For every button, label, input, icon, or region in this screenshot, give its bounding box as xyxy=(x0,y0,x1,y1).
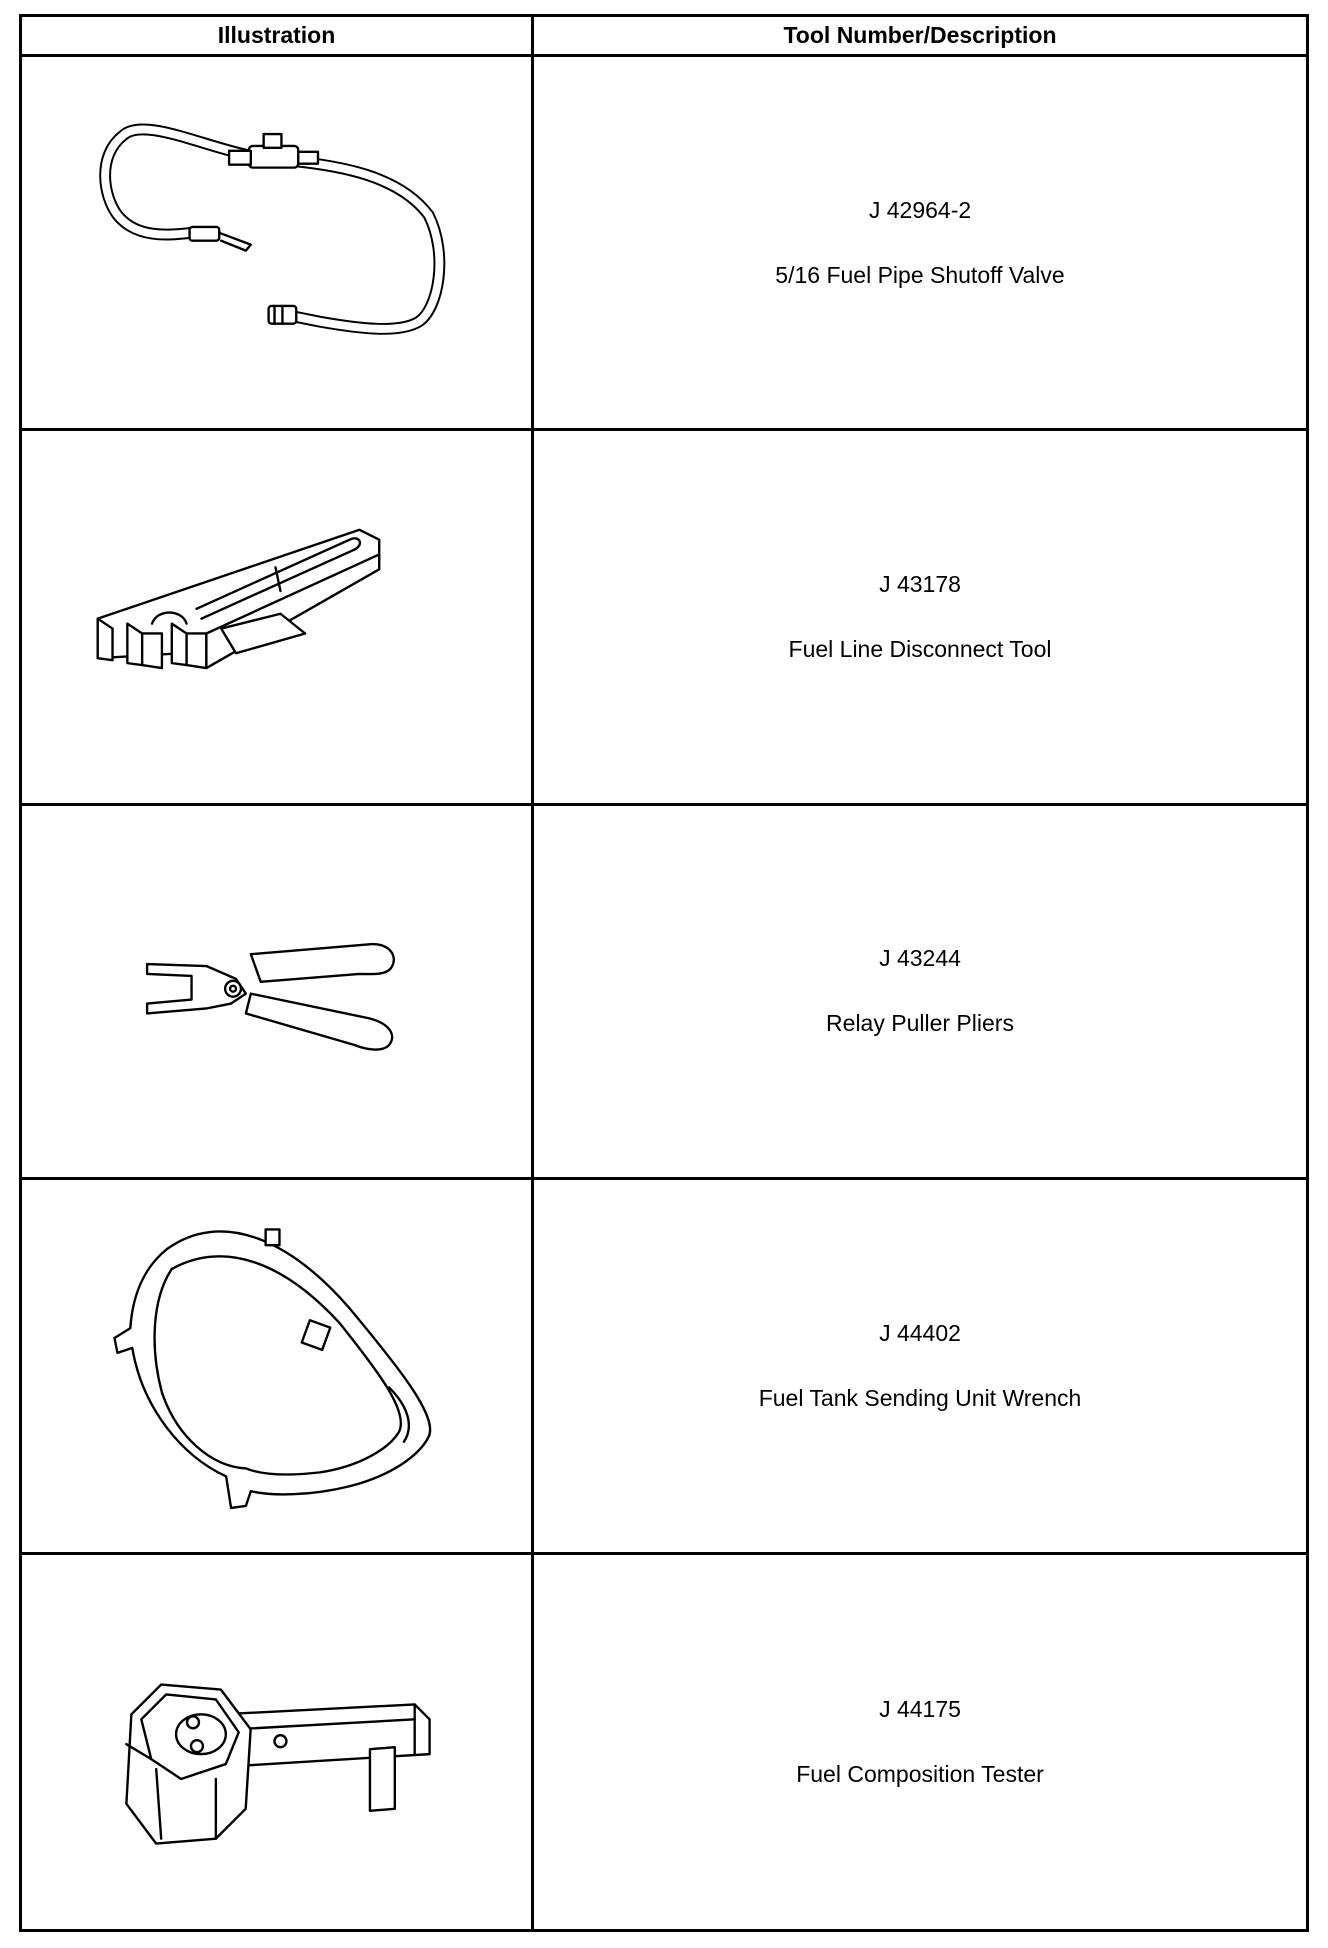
tool-description-cell: J 43178 Fuel Line Disconnect Tool xyxy=(534,431,1306,806)
fuel-composition-tester-icon xyxy=(125,1682,431,1845)
tool-description-cell: J 42964-2 5/16 Fuel Pipe Shutoff Valve xyxy=(534,57,1306,432)
tool-number: J 43178 xyxy=(879,571,961,598)
tool-description: 5/16 Fuel Pipe Shutoff Valve xyxy=(775,261,1065,288)
illustration-cell xyxy=(22,1554,534,1929)
illustration-cell xyxy=(22,1180,534,1555)
header-illustration: Illustration xyxy=(22,17,534,57)
illustration-cell xyxy=(22,805,534,1181)
tool-description: Fuel Tank Sending Unit Wrench xyxy=(758,1384,1082,1411)
tool-description: Fuel Line Disconnect Tool xyxy=(788,636,1052,663)
illustration-cell xyxy=(22,57,534,432)
special-tools-table: Illustration Tool Number/Description J 4… xyxy=(19,14,1309,1932)
tool-number: J 44175 xyxy=(879,1695,961,1722)
tool-description: Fuel Composition Tester xyxy=(796,1760,1044,1787)
tool-description-cell: J 43244 Relay Puller Pliers xyxy=(534,806,1306,1181)
tool-description: Relay Puller Pliers xyxy=(826,1010,1014,1037)
tool-description-cell: J 44175 Fuel Composition Tester xyxy=(534,1555,1306,1929)
fuel-pipe-shutoff-valve-icon xyxy=(99,123,446,335)
tool-number: J 44402 xyxy=(879,1319,961,1346)
sending-unit-wrench-icon xyxy=(113,1228,432,1510)
header-tool-number-description: Tool Number/Description xyxy=(534,17,1306,57)
tool-number: J 42964-2 xyxy=(868,196,972,223)
relay-puller-pliers-icon xyxy=(145,942,395,1051)
illustration-cell xyxy=(22,431,534,806)
fuel-line-disconnect-tool-icon xyxy=(96,528,381,670)
tool-number: J 43244 xyxy=(879,945,961,972)
tool-description-cell: J 44402 Fuel Tank Sending Unit Wrench xyxy=(534,1180,1306,1555)
